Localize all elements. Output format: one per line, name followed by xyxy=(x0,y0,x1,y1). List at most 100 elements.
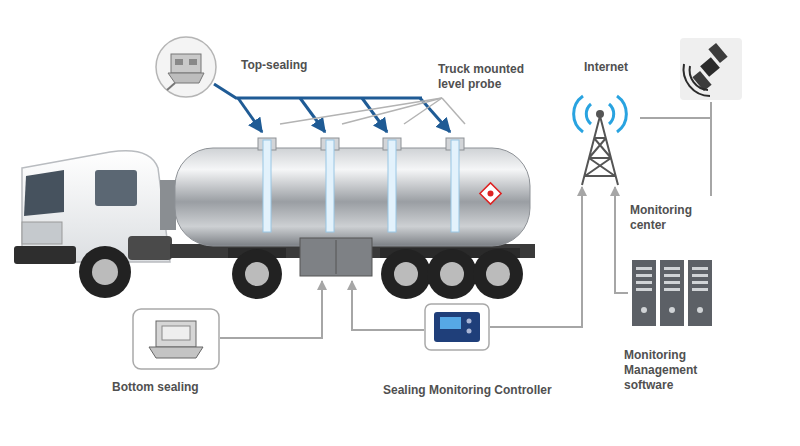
lattice xyxy=(582,116,618,185)
leader xyxy=(280,98,442,124)
top-sealing-node: Top-sealing xyxy=(155,36,217,98)
probe-label: Truck mounted level probe xyxy=(438,62,548,92)
server-light xyxy=(669,307,675,313)
wheel xyxy=(381,249,431,299)
server-slot xyxy=(664,267,680,270)
controller-node: Sealing Monitoring Controller xyxy=(424,303,490,351)
controller-screen xyxy=(440,317,461,329)
control-box xyxy=(300,238,372,276)
internet-tower-node: Internet xyxy=(560,92,640,187)
server-light xyxy=(697,307,703,313)
node-label: Sealing Monitoring Controller xyxy=(383,383,552,398)
connector xyxy=(615,187,628,293)
controller-button xyxy=(467,319,472,324)
node-label: Top-sealing xyxy=(241,58,307,73)
node-icon xyxy=(424,303,490,351)
grille xyxy=(22,222,62,244)
truck-cab xyxy=(14,151,176,264)
satellite-icon xyxy=(680,38,742,100)
level-probe xyxy=(263,140,271,232)
control-box-seam xyxy=(336,240,337,274)
hub xyxy=(92,259,118,285)
signal-waves xyxy=(574,96,627,132)
server-slot xyxy=(664,281,680,284)
wheel xyxy=(427,249,477,299)
node-label: Internet xyxy=(584,60,628,75)
icon-frame xyxy=(425,304,489,350)
server-slot xyxy=(664,288,680,291)
signal-arc xyxy=(684,64,710,96)
wire-arrow xyxy=(238,98,262,132)
server-slot xyxy=(636,281,652,284)
server-unit xyxy=(632,260,656,326)
server-slot xyxy=(636,288,652,291)
hazard-mark xyxy=(488,191,494,197)
hub xyxy=(440,262,464,286)
node-icon xyxy=(155,36,217,98)
node-icon xyxy=(560,92,640,187)
signal-arc xyxy=(690,66,708,90)
leader xyxy=(220,281,322,338)
leader xyxy=(352,281,424,330)
node-label: Monitoring Management software xyxy=(624,348,716,393)
lattice-bars xyxy=(582,116,618,185)
server-slot xyxy=(692,274,708,277)
box-leaders xyxy=(220,102,711,338)
hub xyxy=(486,262,510,286)
icon-frame xyxy=(133,309,219,369)
bottom-sealing-node: Bottom sealing xyxy=(132,308,220,370)
seal-body xyxy=(156,321,196,347)
antenna-top xyxy=(596,110,604,118)
seal-port xyxy=(189,59,197,65)
wheel xyxy=(79,246,131,298)
cab-connector xyxy=(160,180,176,230)
seal-base xyxy=(149,347,203,358)
node-label: Bottom sealing xyxy=(112,380,199,395)
leader xyxy=(342,98,442,124)
server-unit xyxy=(688,260,712,326)
level-probe xyxy=(451,140,459,232)
server-slot xyxy=(692,267,708,270)
probe-leaders xyxy=(280,98,465,124)
wheels xyxy=(79,246,523,299)
level-probe xyxy=(326,140,334,232)
level-probe xyxy=(388,140,396,232)
satellite-ground xyxy=(680,38,742,100)
wheel xyxy=(473,249,523,299)
controller-button xyxy=(467,329,472,334)
solar-panel xyxy=(708,43,727,63)
tank-shell xyxy=(175,148,530,246)
wave xyxy=(617,96,626,132)
connector xyxy=(490,187,582,327)
wire xyxy=(214,84,422,98)
server-slot xyxy=(692,288,708,291)
wheel xyxy=(232,249,282,299)
side-window xyxy=(95,170,137,206)
leader xyxy=(710,102,712,196)
tank xyxy=(170,138,535,276)
wave xyxy=(586,104,591,124)
controller-case xyxy=(434,312,480,342)
hub xyxy=(245,262,269,286)
center-label: Monitoring center xyxy=(630,203,705,233)
node-icon xyxy=(628,258,716,328)
sealing-wires xyxy=(214,84,450,132)
wave xyxy=(609,104,614,124)
seal-body xyxy=(171,54,201,73)
leader xyxy=(404,98,442,124)
leader xyxy=(640,117,711,119)
seal-port xyxy=(175,59,183,65)
satellite-body xyxy=(700,57,720,77)
leader xyxy=(442,98,465,124)
hub xyxy=(394,262,418,286)
server-slot xyxy=(664,274,680,277)
windshield xyxy=(24,170,64,216)
fuel-tank xyxy=(128,236,172,260)
server-light xyxy=(641,307,647,313)
seal-face xyxy=(162,326,190,340)
icon-circle xyxy=(156,37,216,97)
server-unit xyxy=(660,260,684,326)
